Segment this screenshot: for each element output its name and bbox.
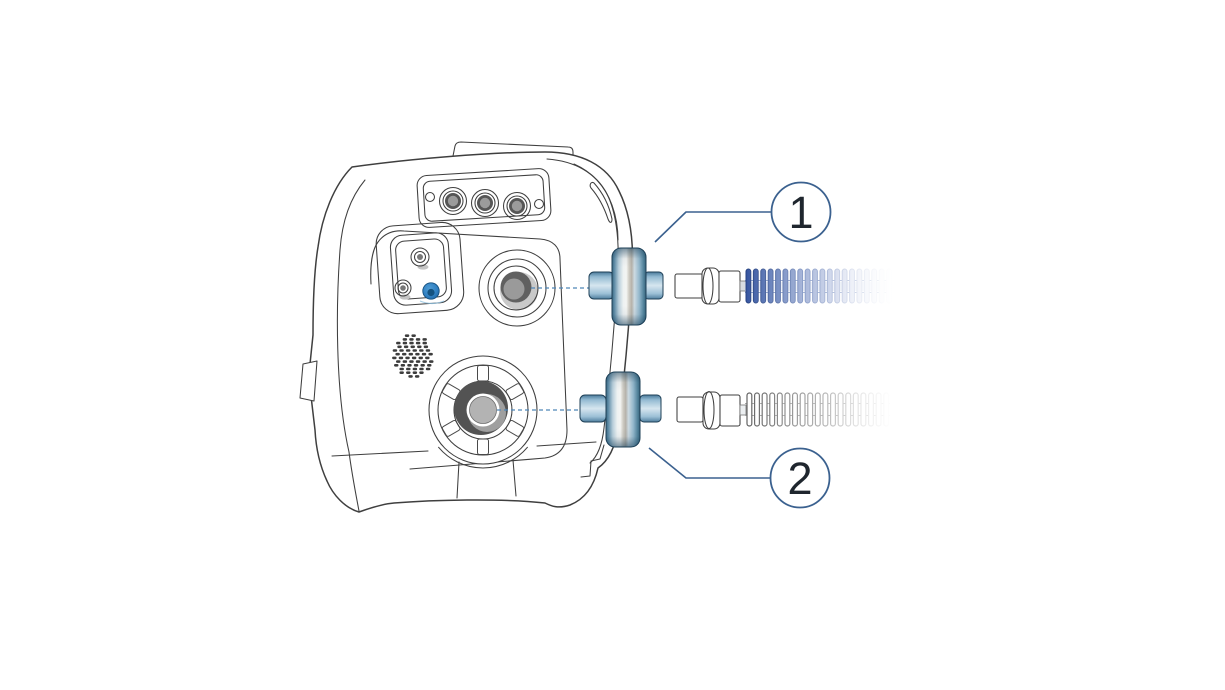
callout-1-badge [770,181,832,243]
gas-port-2 [470,188,500,218]
side-seam-inner [573,163,619,241]
base-line-right [536,441,597,447]
callout-2-badge [769,447,831,509]
expiratory-port [478,249,556,327]
breathing-tube-1 [745,268,892,304]
top-ports-panel [416,168,552,228]
front-face-left-edge [336,179,366,512]
device-side-tab [299,360,318,402]
callout-2-label: 2 [787,453,812,504]
callout-1-label: 1 [788,187,813,238]
blue-connector-button [419,282,445,305]
tube-connector-2 [676,390,747,430]
gas-port-3 [502,191,532,221]
side-vent-slot [589,181,613,223]
callout-1: 1 [654,181,832,243]
speaker-grille-icon [392,334,434,378]
callout-2: 2 [648,447,831,509]
left-connector-panel [375,221,465,315]
panel-screw-right-icon [533,198,545,210]
tube-connector-1 [674,267,747,305]
inspiratory-port [428,355,538,499]
breathing-tube-2 [745,392,890,427]
panel-screw-left-icon [424,191,436,203]
small-connector-top [410,247,430,270]
ventilator-device [299,141,634,513]
gas-port-1 [438,186,468,216]
filter-1 [588,247,664,326]
leader-line-2 [648,447,770,479]
front-deck-outline [370,230,568,470]
base-line-left [331,450,429,457]
side-bottom-step [580,444,605,478]
leader-line-1 [654,211,771,243]
port-spokes [441,365,525,455]
filter-2 [579,371,662,448]
small-connector-bottom [394,279,412,300]
